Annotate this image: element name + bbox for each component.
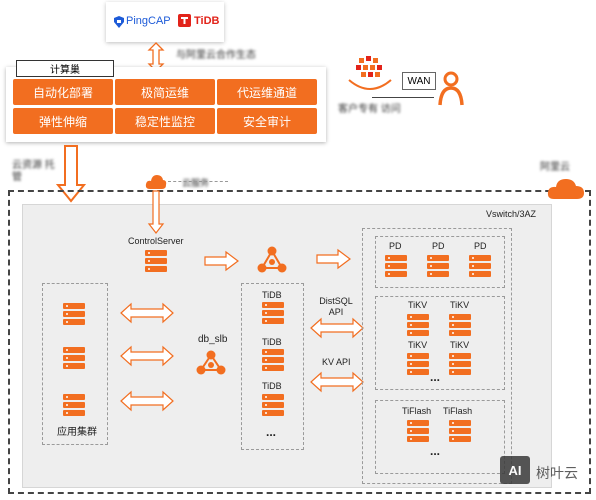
tidb-logo-icon [178,14,191,27]
cloud-to-control-arrow [147,190,165,234]
cloud-region-boundary [8,190,591,494]
kv-api-label: KV API [322,357,351,367]
tiflash-server-icon-2 [449,420,471,444]
tiflash-more: ... [430,444,441,458]
pd-server-icon-1 [385,255,407,279]
app-slb-arrow-3 [120,390,174,412]
tiflash-label-1: TiFlash [402,406,432,416]
user-icon [438,70,464,106]
storage-cluster-box [362,228,512,484]
compute-cell-stability-monitor: 稳定性监控 [115,108,215,134]
wan-label: WAN [407,75,431,87]
wan-badge: WAN [402,72,436,90]
cloud-provider-icon [546,175,586,201]
wan-caption: 客户专有 访问 [338,104,401,115]
pd-box [375,236,505,288]
partner-caption: 与阿里云合作生态 [176,50,256,61]
compute-cell-simple-ops: 极简运维 [115,79,215,105]
tidb-label-3: TiDB [262,381,282,391]
compute-down-arrow [55,145,87,203]
pd-label-1: PD [389,241,402,251]
app-cluster-box [42,283,108,445]
app-server-icon-3 [63,394,85,418]
db-slb-label: db_slb [198,334,228,345]
tikv-label-3: TiKV [408,340,428,350]
tikv-server-icon-4 [449,353,471,377]
tidb-logo-label: TiDB [194,15,220,27]
tiflash-label-2: TiFlash [443,406,473,416]
compute-cell-security-audit: 安全审计 [217,108,317,134]
distsql-arrow [310,317,364,339]
tidb-server-icon-1 [262,302,284,326]
app-server-icon-2 [63,347,85,371]
tidb-more: ... [266,425,277,439]
compute-nest-title-text: 计算巢 [50,65,80,76]
tikv-box [375,296,505,390]
cloud-logo-icon [347,54,393,94]
pingcap-logo-icon [113,15,125,28]
tidb-server-icon-2 [262,349,284,373]
compute-cell-ops-channel: 代运维通道 [217,79,317,105]
partner-logo-card: PingCAP TiDB [106,2,224,42]
app-slb-arrow-2 [120,345,174,367]
tikv-label-2: TiKV [450,300,470,310]
app-server-icon-1 [63,303,85,327]
tiflash-server-icon-1 [407,420,429,444]
control-server-icon [145,250,167,274]
tikv-label-4: TiKV [450,340,470,350]
tidb-server-icon-3 [262,394,284,418]
left-caption: 云资源 托管 [12,160,55,183]
vswitch-label: Vswitch/3AZ [486,209,537,219]
tikv-server-icon-2 [449,314,471,338]
app-slb-arrow-1 [120,302,174,324]
tikv-server-icon-3 [407,353,429,377]
kv-api-arrow [310,371,364,393]
tiflash-box [375,400,505,474]
control-server-label: ControlServer [128,236,184,246]
app-cluster-label: 应用集群 [57,427,97,438]
watermark-logo: AI [500,456,530,484]
cloud-service-caption: 云服务 [182,178,210,188]
cloud-service-icon [145,173,167,191]
pd-server-icon-3 [469,255,491,279]
pd-server-icon-2 [427,255,449,279]
pd-label-3: PD [474,241,487,251]
router-to-pd-arrow [316,248,351,270]
watermark-text: 树叶云 [536,465,578,481]
tikv-server-icon-1 [407,314,429,338]
db-slb-icon [196,350,226,376]
watermark-logo-text: AI [508,462,522,478]
compute-cell-elastic-scaling: 弹性伸缩 [13,108,113,134]
cloud-service-dash [168,181,228,182]
tikv-more: ... [430,370,441,384]
pingcap-label: PingCAP [126,15,171,27]
tidb-cluster-box [241,283,304,450]
right-caption: 阿里云 [540,162,570,173]
compute-cell-auto-deploy: 自动化部署 [13,79,113,105]
tidb-label-2: TiDB [262,337,282,347]
router-node-icon [256,246,288,274]
tikv-label-1: TiKV [408,300,428,310]
compute-nest-title: 计算巢 [16,60,114,77]
distsql-label: DistSQL API [319,296,353,317]
wan-line [372,97,434,98]
control-to-slb-arrow [204,250,239,272]
pd-label-2: PD [432,241,445,251]
tidb-label-1: TiDB [262,290,282,300]
